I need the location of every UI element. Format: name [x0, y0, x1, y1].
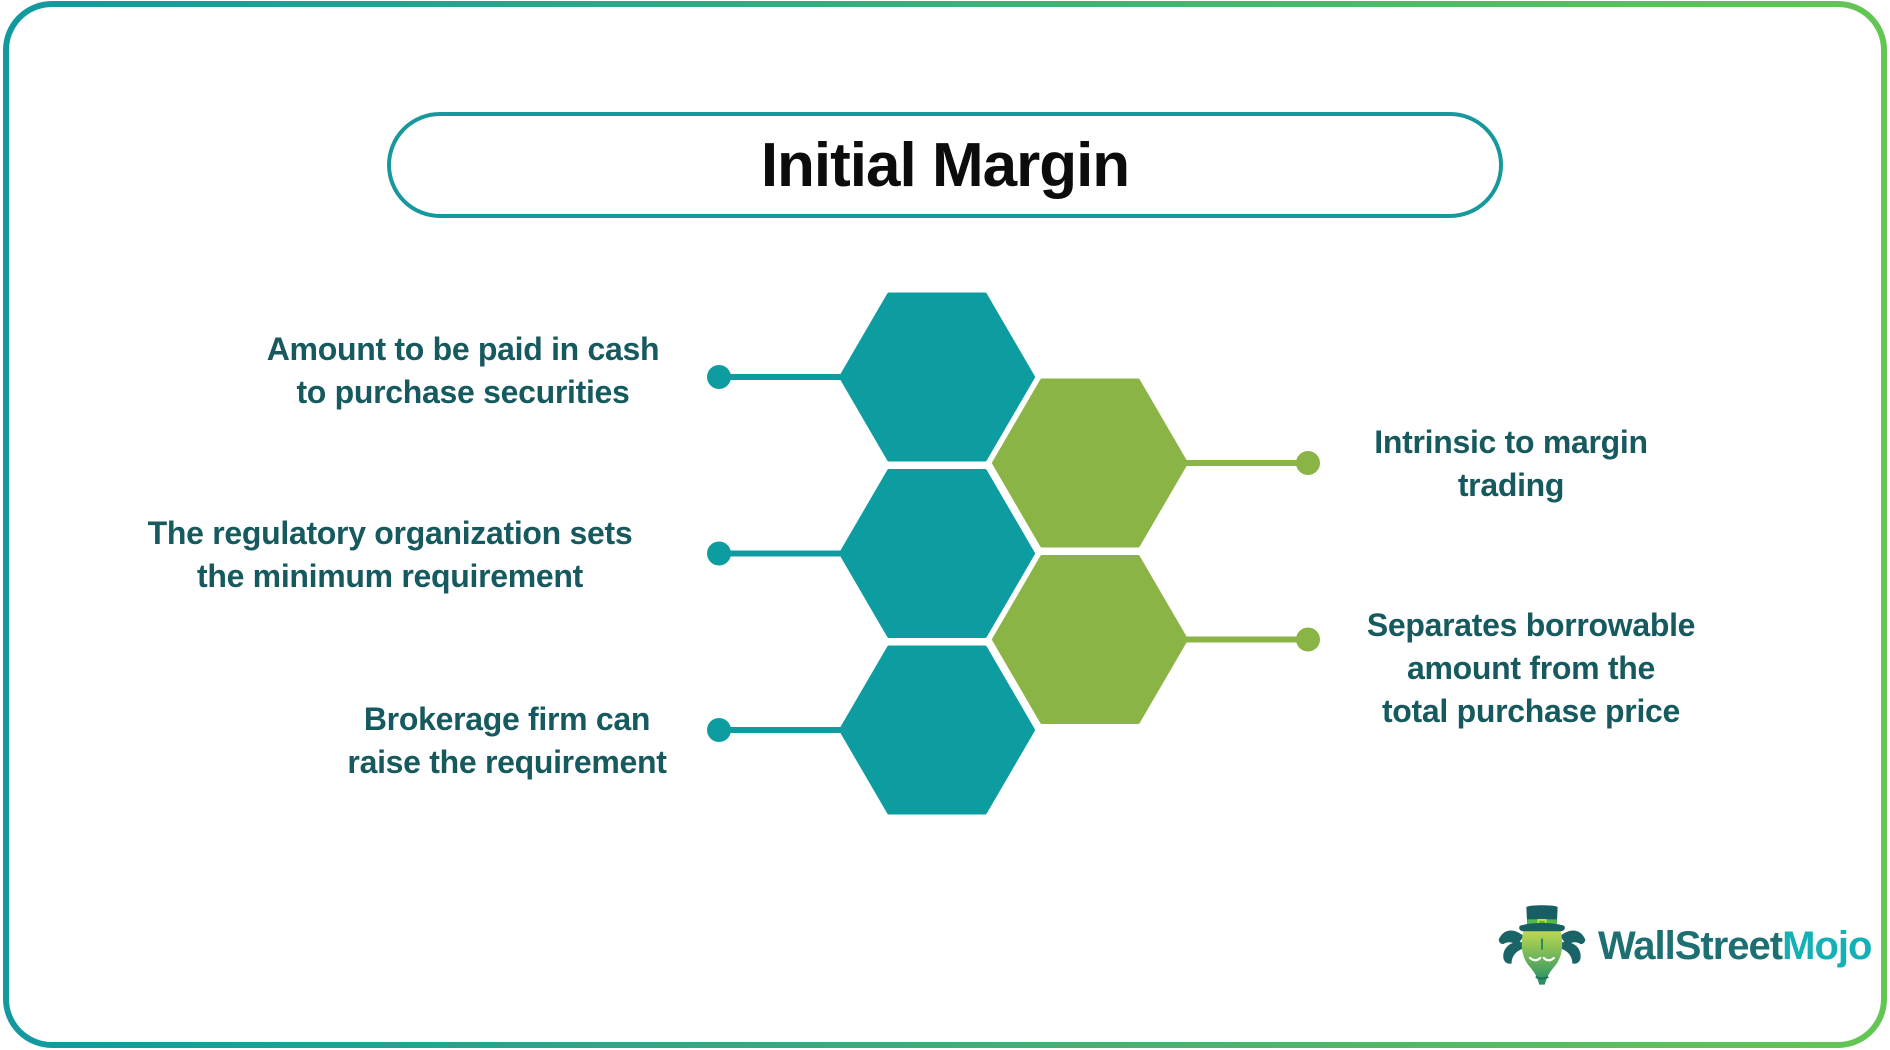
- hexagon-teal-3: [839, 645, 1035, 815]
- connector-dot-left-2: [707, 541, 731, 566]
- hexagon-teal-1: [839, 292, 1035, 462]
- wallstreetmojo-logo: WallStreetMojo: [1496, 898, 1872, 994]
- label-left-3: Brokerage firm can raise the requirement: [347, 701, 667, 780]
- connector-dot-left-1: [707, 365, 731, 389]
- label-right-1: Intrinsic to margin trading: [1374, 424, 1648, 503]
- logo-text-accent: Mojo: [1782, 923, 1872, 968]
- logo-text: WallStreetMojo: [1598, 923, 1872, 969]
- hexagon-teal-2: [839, 469, 1035, 638]
- hexagon-green-1: [992, 378, 1188, 548]
- label-left-2: The regulatory organization sets the min…: [147, 515, 633, 594]
- label-right-2: Separates borrowable amount from the tot…: [1366, 607, 1696, 729]
- logo-text-primary: WallStreet: [1598, 923, 1783, 968]
- connector-dot-right-1: [1296, 451, 1320, 475]
- page-title: Initial Margin: [760, 130, 1130, 200]
- hexagon-green-2: [992, 555, 1188, 724]
- outer-frame-border: [3, 1, 1887, 1048]
- bull-icon: [1498, 905, 1586, 985]
- title-pill: Initial Margin: [387, 112, 1503, 218]
- connector-dot-left-3: [707, 718, 731, 742]
- connector-dot-right-2: [1296, 627, 1320, 652]
- label-left-1: Amount to be paid in cash to purchase se…: [266, 331, 660, 410]
